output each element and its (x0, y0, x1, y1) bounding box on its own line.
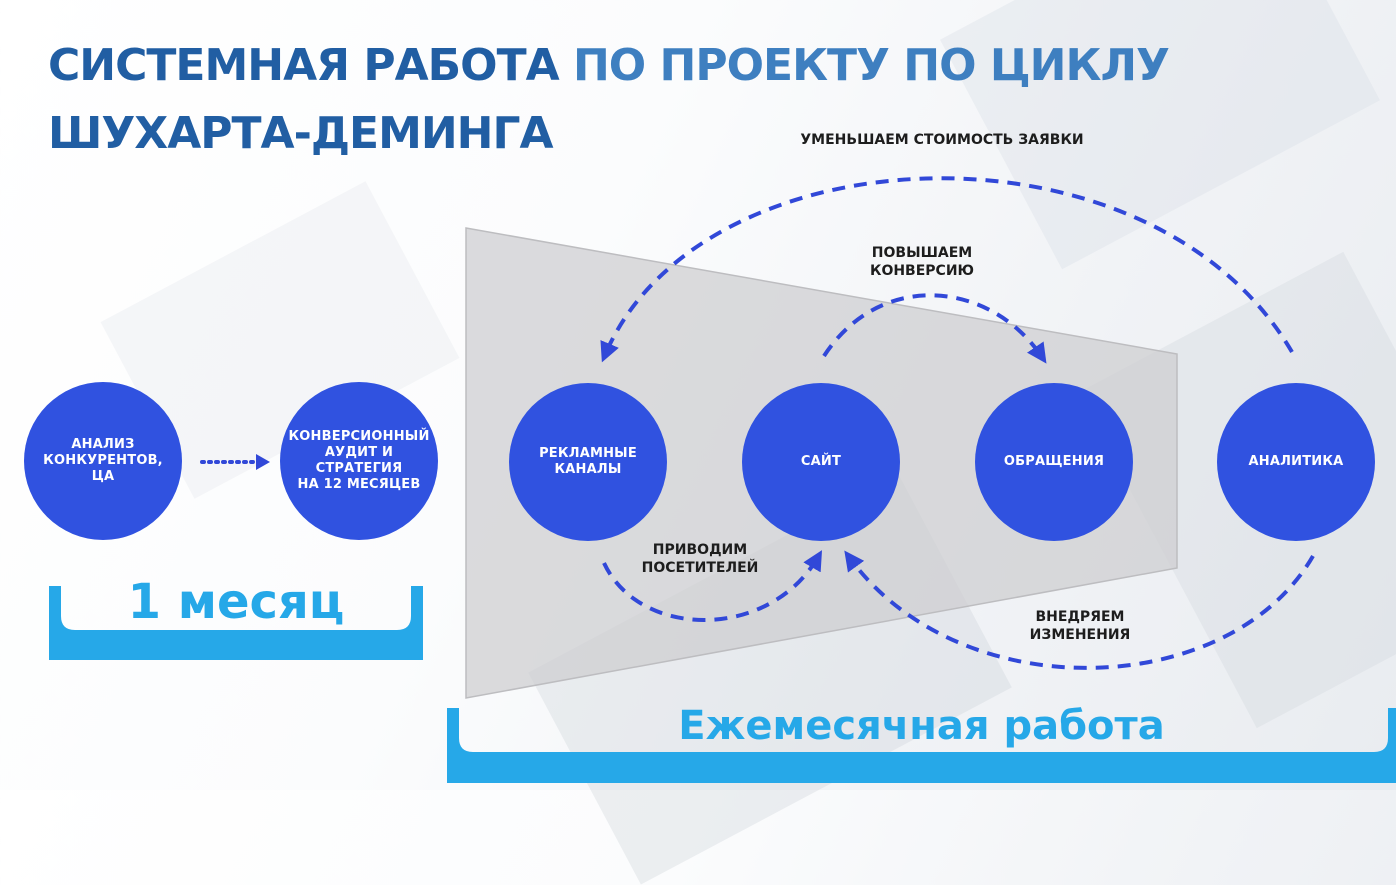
circle-competitor-analysis: АНАЛИЗ КОНКУРЕНТОВ, ЦА (24, 382, 182, 540)
visitors-arrow (602, 550, 823, 622)
circle-inquiries: ОБРАЩЕНИЯ (975, 383, 1133, 541)
dotted-arrow (200, 454, 270, 470)
label-increase-conversion: ПОВЫШАЕМ КОНВЕРСИЮ (870, 245, 974, 280)
page-title-line2: ШУХАРТА-ДЕМИНГА (48, 108, 554, 159)
label-implement-changes: ВНЕДРЯЕМ ИЗМЕНЕНИЯ (1029, 609, 1131, 644)
page-title: СИСТЕМНАЯ РАБОТА ПО ПРОЕКТУ ПО ЦИКЛУ (48, 44, 1170, 88)
title-part-light: ПО ПРОЕКТУ ПО ЦИКЛУ (572, 40, 1170, 91)
circle-analytics: АНАЛИТИКА (1217, 383, 1375, 541)
label-reduce-cost: УМЕНЬШАЕМ СТОИМОСТЬ ЗАЯВКИ (800, 132, 1084, 148)
bracket-one-month (49, 586, 423, 660)
title-part-dark: СИСТЕМНАЯ РАБОТА (48, 40, 560, 91)
changes-arrow (844, 550, 1315, 670)
reduce-cost-arrow (600, 176, 1294, 363)
conversion-arrow (822, 293, 1047, 364)
circle-site: САЙТ (742, 383, 900, 541)
arrows-layer (200, 176, 1315, 670)
monthly-work-label: Ежемесячная работа (678, 703, 1165, 749)
label-bring-visitors: ПРИВОДИМ ПОСЕТИТЕЛЕЙ (641, 542, 759, 577)
one-month-label: 1 месяц (127, 574, 345, 630)
circle-conversion-audit: КОНВЕРСИОННЫЙ АУДИТ И СТРАТЕГИЯ НА 12 МЕ… (280, 382, 438, 540)
bracket-monthly-work (447, 708, 1396, 783)
brackets-layer (49, 586, 1396, 783)
circle-ad-channels: РЕКЛАМНЫЕ КАНАЛЫ (509, 383, 667, 541)
